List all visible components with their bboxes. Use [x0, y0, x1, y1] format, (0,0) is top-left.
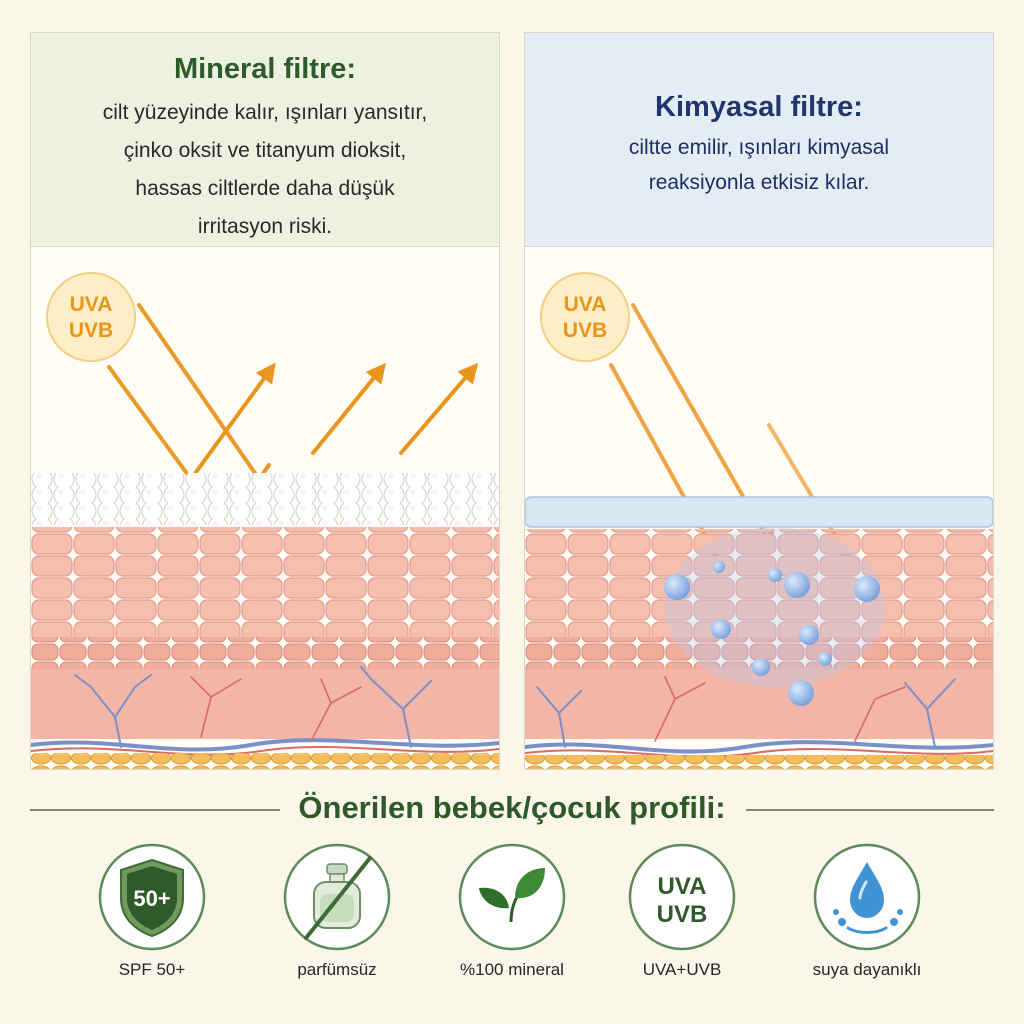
blood-vessels: [31, 666, 499, 756]
mineral-desc-line: cilt yüzeyinde kalır, ışınları yansıtır,: [102, 101, 428, 124]
crossed-perfume-icon: [282, 842, 392, 952]
absorption-glow: [665, 527, 885, 687]
chemical-filter-panel: Kimyasal filtre: ciltte emilir, ışınları…: [524, 32, 994, 770]
chemical-filter-description: ciltte emilir, ışınları kimyasal reaksiy…: [525, 130, 993, 200]
shield-icon: 50+: [97, 842, 207, 952]
subcutaneous-fat-layer: [525, 755, 993, 769]
blood-vessels: [525, 676, 993, 758]
epidermis-layer: [525, 529, 993, 637]
chemical-desc-line: ciltte emilir, ışınları kimyasal: [628, 136, 890, 159]
dermis-layer: [525, 669, 993, 739]
mineral-skin-illustration: UVA UVB: [31, 247, 499, 769]
basal-layer: [31, 637, 499, 669]
leaf-icon: [457, 842, 567, 952]
mineral-desc-line: çinko oksit ve titanyum dioksit,: [123, 139, 407, 162]
feature-label-mineral: %100 mineral: [460, 960, 564, 979]
chemical-filter-title: Kimyasal filtre:: [655, 91, 863, 123]
mineral-desc-line: hassas ciltlerde daha düşük: [135, 177, 395, 200]
feature-label-uva-uvb: UVA+UVB: [642, 960, 722, 979]
chemical-film-layer: [525, 496, 993, 528]
uvb-text: UVB: [563, 319, 607, 342]
dermis-layer: [31, 669, 499, 739]
divider-right: [746, 809, 994, 811]
feature-label-spf: SPF 50+: [118, 960, 186, 979]
mineral-filter-header: Mineral filtre: cilt yüzeyinde kalır, ış…: [31, 33, 499, 247]
uva-text: UVA: [70, 293, 113, 316]
mineral-filter-panel: Mineral filtre: cilt yüzeyinde kalır, ış…: [30, 32, 500, 770]
uv-badge: UVA UVB: [46, 272, 136, 362]
mineral-filter-title: Mineral filtre:: [173, 53, 357, 85]
uv-badge: UVA UVB: [540, 272, 630, 362]
divider-left: [30, 809, 280, 811]
epidermis-layer: [31, 527, 499, 637]
uvb-icon-text: UVB: [657, 901, 708, 928]
chemical-skin-illustration: UVA UVB: [525, 247, 993, 769]
reflected-uv-rays: [107, 303, 479, 481]
uva-uvb-icon: UVA UVB: [627, 842, 737, 952]
chemical-desc-line: reaksiyonla etkisiz kılar.: [648, 171, 870, 194]
uva-icon-text: UVA: [658, 873, 707, 900]
mineral-filter-description: cilt yüzeyinde kalır, ışınları yansıtır,…: [31, 94, 499, 246]
water-drop-icon: [812, 842, 922, 952]
absorbed-filter-molecules: [664, 561, 880, 706]
mineral-desc-line: irritasyon riski.: [197, 215, 333, 238]
shield-icon-text: 50+: [133, 886, 170, 911]
uvb-text: UVB: [69, 319, 113, 342]
feature-label-fragrance-free: parfümsüz: [297, 960, 377, 979]
mineral-particle-layer: [31, 473, 499, 525]
feature-label-water-resistant: suya dayanıklı: [812, 960, 922, 979]
chemical-filter-header: Kimyasal filtre: ciltte emilir, ışınları…: [525, 33, 993, 247]
uva-text: UVA: [564, 293, 607, 316]
profile-title: Önerilen bebek/çocuk profili:: [298, 790, 726, 825]
